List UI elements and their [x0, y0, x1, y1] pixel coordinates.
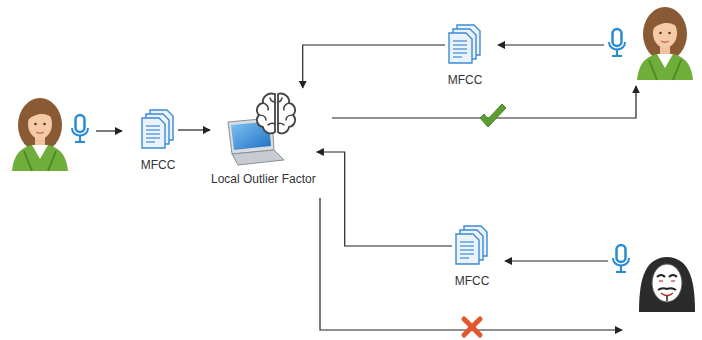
node-label: MFCC — [447, 73, 484, 87]
model-node: Local Outlier Factor — [210, 88, 317, 186]
flow-connector — [303, 45, 445, 88]
feature-file-icon-part — [453, 48, 467, 49]
feature-file-icon-part — [453, 44, 467, 45]
speaker-figure — [12, 98, 68, 171]
file-icon — [445, 23, 485, 67]
result-arrow-part — [320, 198, 622, 330]
file-icon — [452, 224, 492, 268]
speaker-figure — [637, 7, 693, 80]
model-icon — [218, 88, 308, 166]
feature-file-icon-part — [146, 125, 160, 126]
microphone-icon — [609, 29, 625, 56]
flow-arrow-part — [498, 44, 604, 45]
feature-file-icon — [449, 25, 480, 63]
reject-cross — [464, 319, 480, 335]
microphone-icon-part — [72, 115, 88, 142]
result-arrow — [320, 86, 636, 330]
impostor-figure-part — [661, 293, 673, 296]
feature-file-icon-part — [449, 33, 472, 63]
outlier-model-icon-part — [257, 94, 295, 134]
outlier-model-icon-part — [232, 150, 284, 165]
file-icon — [138, 108, 178, 152]
feature-file-icon-part — [146, 137, 160, 138]
flow-arrow — [96, 45, 608, 261]
feature-file-icon-part — [460, 257, 469, 258]
feature-file-icon-part — [142, 118, 165, 148]
node-label: Local Outlier Factor — [210, 172, 317, 186]
node-label: MFCC — [140, 158, 177, 172]
microphone-icon — [72, 115, 88, 142]
microphone-icon-part — [613, 245, 629, 272]
impostor-figure-part — [659, 280, 675, 281]
feature-file-icon — [142, 110, 173, 148]
impostor-figure-part — [666, 296, 668, 301]
impostor-figure-part — [658, 288, 676, 290]
feature-node: MFCC — [452, 224, 492, 288]
outlier-model-icon-part-part — [278, 98, 293, 125]
accept-check — [480, 104, 506, 127]
flow-connector — [317, 152, 452, 246]
feature-file-icon — [456, 226, 487, 264]
feature-node: MFCC — [138, 108, 178, 172]
result-arrow-part — [332, 86, 636, 118]
feature-file-icon-part — [460, 253, 474, 254]
speaker-figure-part — [12, 98, 68, 171]
feature-file-icon-part — [460, 241, 474, 242]
impostor-figure-part — [657, 275, 677, 277]
flow-connector — [178, 129, 210, 130]
feature-file-icon-part — [146, 141, 155, 142]
feature-file-icon-part — [453, 40, 467, 41]
feature-node: MFCC — [445, 23, 485, 87]
outlier-model-icon-part-part — [259, 98, 275, 125]
feature-file-icon-part — [146, 129, 160, 130]
flow-arrow-part — [505, 260, 608, 261]
feature-file-icon-part — [460, 245, 474, 246]
reject-cross-part — [464, 319, 480, 335]
accept-check-part — [480, 104, 506, 127]
outlier-model-icon-part — [259, 98, 293, 125]
flow-arrow-part — [96, 130, 122, 131]
microphone-icon — [613, 245, 629, 272]
feature-file-icon-part — [456, 234, 479, 264]
outlier-model-icon-part-part — [278, 94, 295, 134]
feature-file-icon-part — [453, 56, 462, 57]
outlier-model-icon — [228, 94, 295, 165]
feature-file-icon-part — [146, 133, 160, 134]
impostor-figure — [639, 257, 695, 312]
impostor-figure-part — [639, 257, 695, 312]
impostor-figure-part — [652, 264, 682, 302]
feature-file-icon-part — [460, 249, 474, 250]
feature-file-icon-part — [453, 52, 467, 53]
microphone-icon-part — [609, 29, 625, 56]
node-label: MFCC — [454, 274, 491, 288]
outlier-model-icon-part-part — [257, 94, 275, 134]
speaker-figure-part — [637, 7, 693, 80]
